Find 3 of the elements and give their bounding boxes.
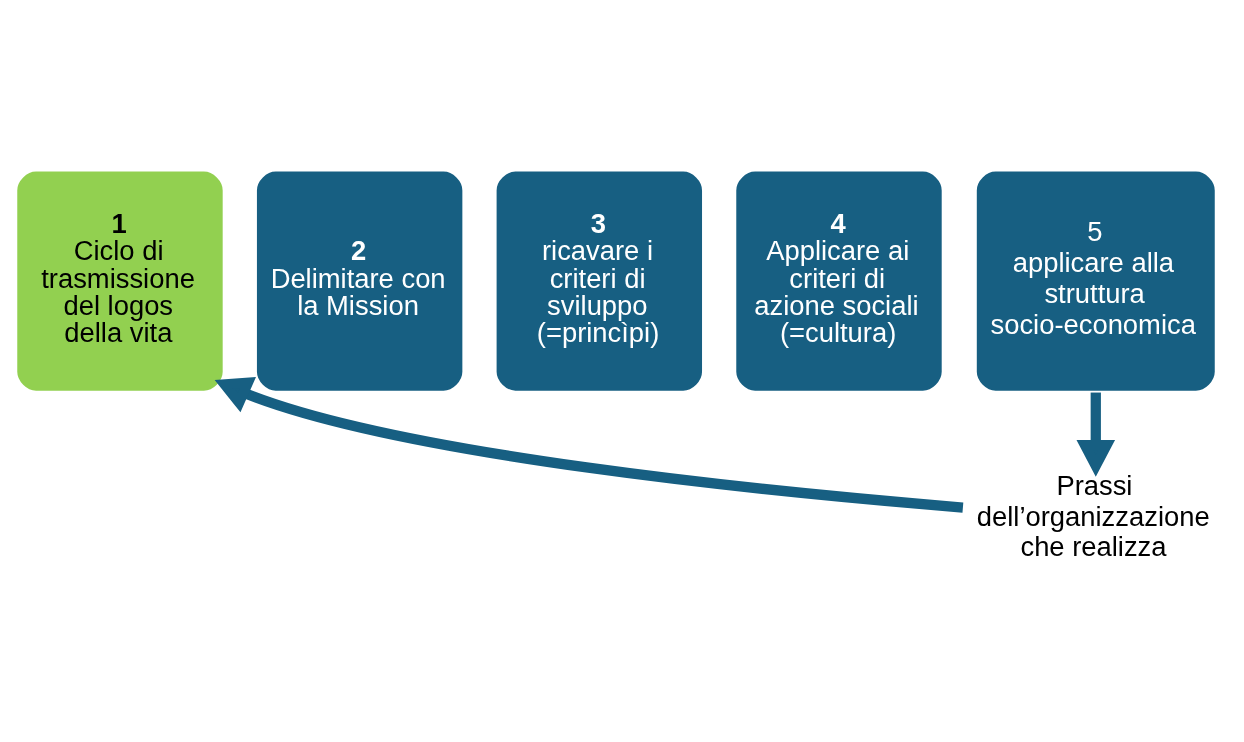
arrow	[214, 377, 964, 513]
arrow	[1076, 392, 1116, 477]
node-text: Prassi dell’organizzazione che realizza	[976, 469, 1210, 563]
